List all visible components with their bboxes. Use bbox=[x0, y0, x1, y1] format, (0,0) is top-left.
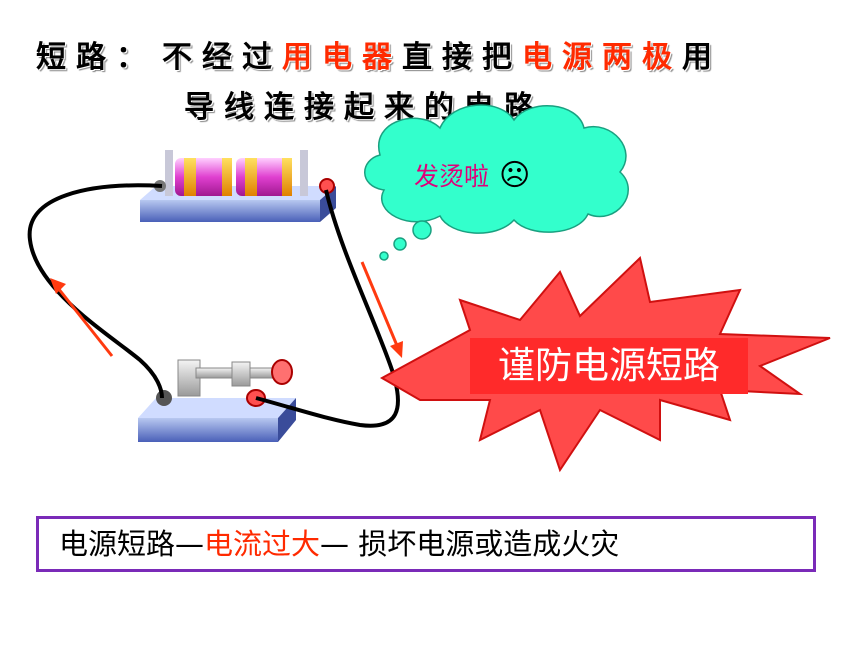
thought-bubble bbox=[364, 104, 629, 261]
thought-bubble-text: 发烫啦 ☹ bbox=[414, 157, 530, 193]
knife-switch-icon bbox=[138, 359, 296, 442]
conclusion-highlight: 电流过大 bbox=[204, 527, 321, 561]
definition-highlight-poles: 电源两极 bbox=[522, 40, 682, 75]
conclusion-box: 电源短路—电流过大— 损坏电源或造成火灾 bbox=[36, 516, 816, 572]
right-wire bbox=[255, 189, 400, 428]
battery-holder-icon bbox=[140, 150, 336, 222]
definition-highlight-appliance: 用电器 bbox=[282, 40, 402, 75]
definition-line-1: 短路：不经过用电器直接把电源两极用 bbox=[36, 32, 722, 76]
conclusion-part-1: 电源短路— bbox=[59, 527, 205, 561]
definition-text-a: 不经过 bbox=[162, 40, 282, 75]
conclusion-part-3: — 损坏电源或造成火灾 bbox=[320, 527, 620, 561]
current-arrow-icon bbox=[50, 261, 403, 358]
warning-label: 谨防电源短路 bbox=[470, 338, 748, 394]
definition-text-c: 直接把 bbox=[402, 40, 522, 75]
thought-text: 发烫啦 bbox=[414, 162, 490, 191]
sad-face-icon: ☹ bbox=[498, 158, 531, 193]
left-wire bbox=[27, 183, 164, 399]
definition-text-e: 用 bbox=[682, 40, 722, 75]
definition-term: 短路： bbox=[36, 40, 156, 75]
